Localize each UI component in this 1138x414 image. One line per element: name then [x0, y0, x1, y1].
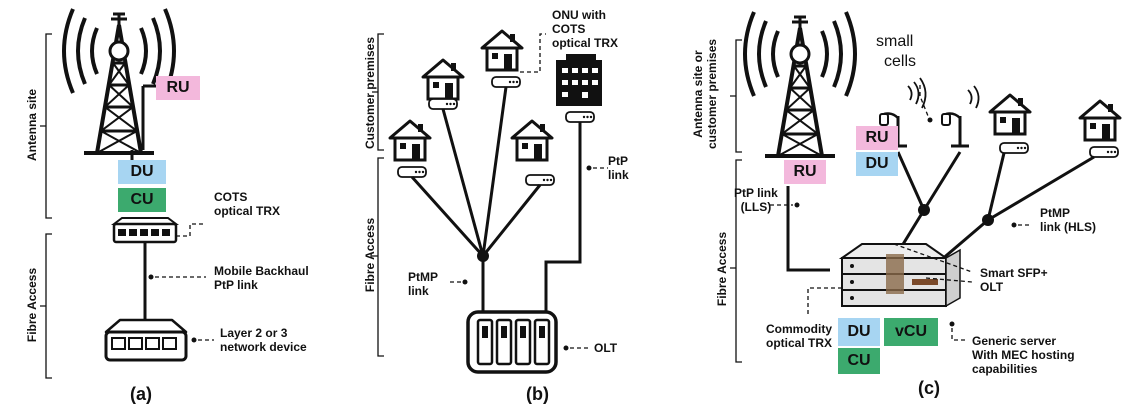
onu-icon — [525, 174, 555, 186]
house-icon — [421, 58, 465, 101]
switch-icon — [111, 217, 179, 244]
network-device-icon — [104, 318, 188, 362]
olt-chassis-icon — [466, 310, 558, 374]
house-icon — [480, 29, 524, 72]
commodity-optical-trx-label: Commodity optical TRX — [766, 322, 833, 350]
ptmp-link-label-b: PtMP link — [408, 270, 438, 298]
onu-cots-label: ONU with COTS optical TRX — [552, 8, 619, 50]
small-cells-label: small cells — [876, 33, 917, 70]
cots-optical-trx-label: COTS optical TRX — [214, 190, 281, 218]
generic-server-label: Generic server With MEC hosting capabili… — [972, 334, 1075, 376]
cu-block: CU — [118, 188, 166, 212]
section-antenna-or-customer-label: Antenna site or customer premises — [691, 38, 719, 149]
building-icon — [556, 54, 602, 106]
section-fibre-access-label: Fibre Access — [25, 267, 39, 343]
tower-icon — [743, 10, 857, 158]
onu-icon — [1089, 146, 1119, 158]
server-rack-icon — [838, 243, 961, 308]
ptp-link-label-b: PtP link — [608, 154, 629, 182]
du-block-c-small: DU — [856, 152, 898, 176]
ru-block-c-small: RU — [856, 126, 898, 150]
ptmp-link-hls-label: PtMP link (HLS) — [1040, 206, 1096, 234]
section-customer-premises-label: Customer premises — [363, 36, 377, 150]
section-fibre-access-label-c: Fibre Access — [715, 231, 729, 307]
ptp-link-lls-label: PtP link (LLS) — [734, 186, 778, 214]
panel-b-graphics — [372, 29, 608, 374]
panel-a-graphics — [40, 7, 214, 379]
olt-label: OLT — [594, 341, 618, 355]
house-icon — [510, 119, 554, 162]
vcu-block-c: vCU — [884, 318, 938, 346]
panel-b-caption: (b) — [526, 384, 549, 404]
layer2-3-device-label: Layer 2 or 3 network device — [220, 326, 307, 354]
house-icon — [388, 119, 432, 162]
panel-a-caption: (a) — [130, 384, 152, 404]
section-antenna-site-label: Antenna site — [25, 89, 39, 162]
panel-c-caption: (c) — [918, 378, 940, 398]
section-fibre-access-label-b: Fibre Access — [363, 217, 377, 293]
ru-block-c-left: RU — [784, 160, 826, 184]
streetlight-icon — [940, 112, 971, 148]
onu-icon — [397, 166, 427, 178]
onu-icon — [999, 142, 1029, 154]
onu-icon — [428, 98, 458, 110]
ru-block: RU — [156, 76, 200, 100]
smart-sfp-olt-label: Smart SFP+ OLT — [980, 266, 1048, 294]
onu-icon — [565, 111, 595, 123]
onu-icon — [491, 76, 521, 88]
du-block-c: DU — [838, 318, 880, 346]
house-icon — [988, 93, 1032, 136]
cu-block-c: CU — [838, 348, 880, 374]
mobile-backhaul-label: Mobile Backhaul PtP link — [214, 264, 309, 292]
panel-c-graphics — [730, 10, 1122, 363]
house-icon — [1078, 99, 1122, 142]
du-block: DU — [118, 160, 166, 184]
